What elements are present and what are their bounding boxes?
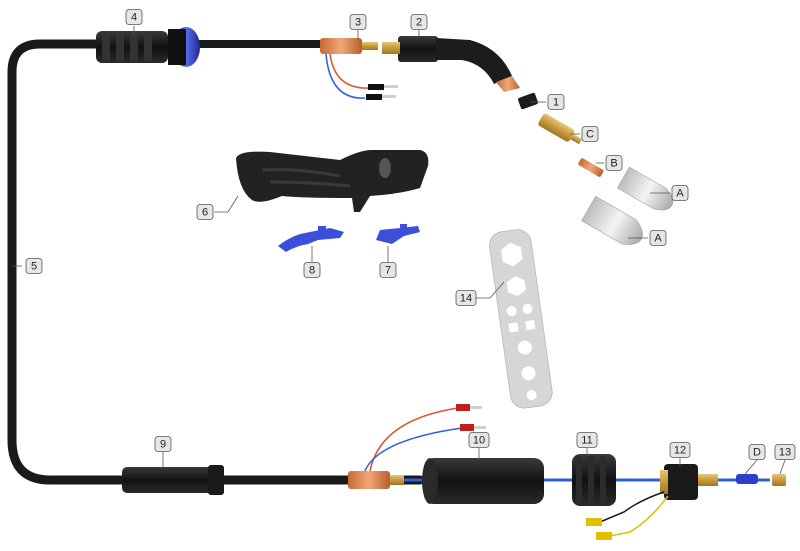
brass-nut [772,474,786,486]
cable [7,39,425,485]
cable-support [96,27,200,67]
callout-box [455,290,477,306]
callout-box [125,9,143,25]
euro-connector [586,464,718,540]
callout-2: 2 [410,14,428,30]
callout-box [576,432,598,448]
callout-8: 8 [303,262,321,278]
callout-box [25,258,43,274]
callout-label: 13 [779,447,791,459]
callout-label: 12 [674,445,686,457]
callout-1: 1 [547,94,565,110]
callout-label: 10 [473,435,485,447]
leader-lines [12,26,786,475]
callout-box [605,155,623,171]
liner-end [736,474,758,484]
callout-3: 3 [349,14,367,30]
callout-box [410,14,428,30]
callout-9: 9 [154,436,172,452]
callout-7: 7 [379,262,397,278]
callout-d: D [748,444,766,460]
callout-label: 7 [385,265,391,277]
callout-12: 12 [669,442,691,458]
callout-box [303,262,321,278]
callout-14: 14 [455,290,477,306]
torch-handle [236,150,429,212]
callout-5: 5 [25,258,43,274]
callout-label: A [654,233,662,245]
callout-label: C [586,129,594,141]
callout-label: A [676,188,684,200]
callout-label: 1 [553,97,559,109]
swan-neck [382,36,520,92]
tip-holder [538,113,583,145]
callout-label: 8 [309,265,315,277]
callout-label: 5 [31,261,37,273]
callout-b: B [605,155,623,171]
insulator [518,92,538,110]
callout-label: 14 [460,293,472,305]
rear-connector [348,404,486,489]
rear-housing [422,458,544,504]
callout-box [196,204,214,220]
trigger-8 [278,226,344,252]
callout-box [671,185,689,201]
torch-connector [320,38,398,100]
callout-label: D [753,447,761,459]
wrench [489,229,553,409]
callout-13: 13 [774,444,796,460]
callout-label: B [610,158,617,170]
callout-label: 4 [131,12,137,24]
callout-box [547,94,565,110]
callout-box [349,14,367,30]
callout-label: 11 [581,435,592,447]
callout-box [774,444,796,460]
callout-label: 2 [416,17,422,29]
nozzle-lower [581,196,643,245]
callout-4: 4 [125,9,143,25]
callout-box [669,442,691,458]
callout-box [468,432,490,448]
callout-label: 3 [355,17,361,29]
nozzle-upper [617,166,674,211]
callout-6: 6 [196,204,214,220]
back-sleeve [122,467,222,493]
callout-10: 10 [468,432,490,448]
callout-c: C [581,126,599,142]
callout-box [649,230,667,246]
callout-box [581,126,599,142]
callout-label: 9 [160,439,166,451]
callout-a2: A [649,230,667,246]
callout-box [379,262,397,278]
callout-box [748,444,766,460]
callout-label: 6 [202,207,208,219]
trigger-7 [376,224,420,244]
locking-nut [572,454,616,506]
callout-box [154,436,172,452]
callout-a1: A [671,185,689,201]
callout-11: 11 [576,432,598,448]
contact-tip [578,158,604,177]
